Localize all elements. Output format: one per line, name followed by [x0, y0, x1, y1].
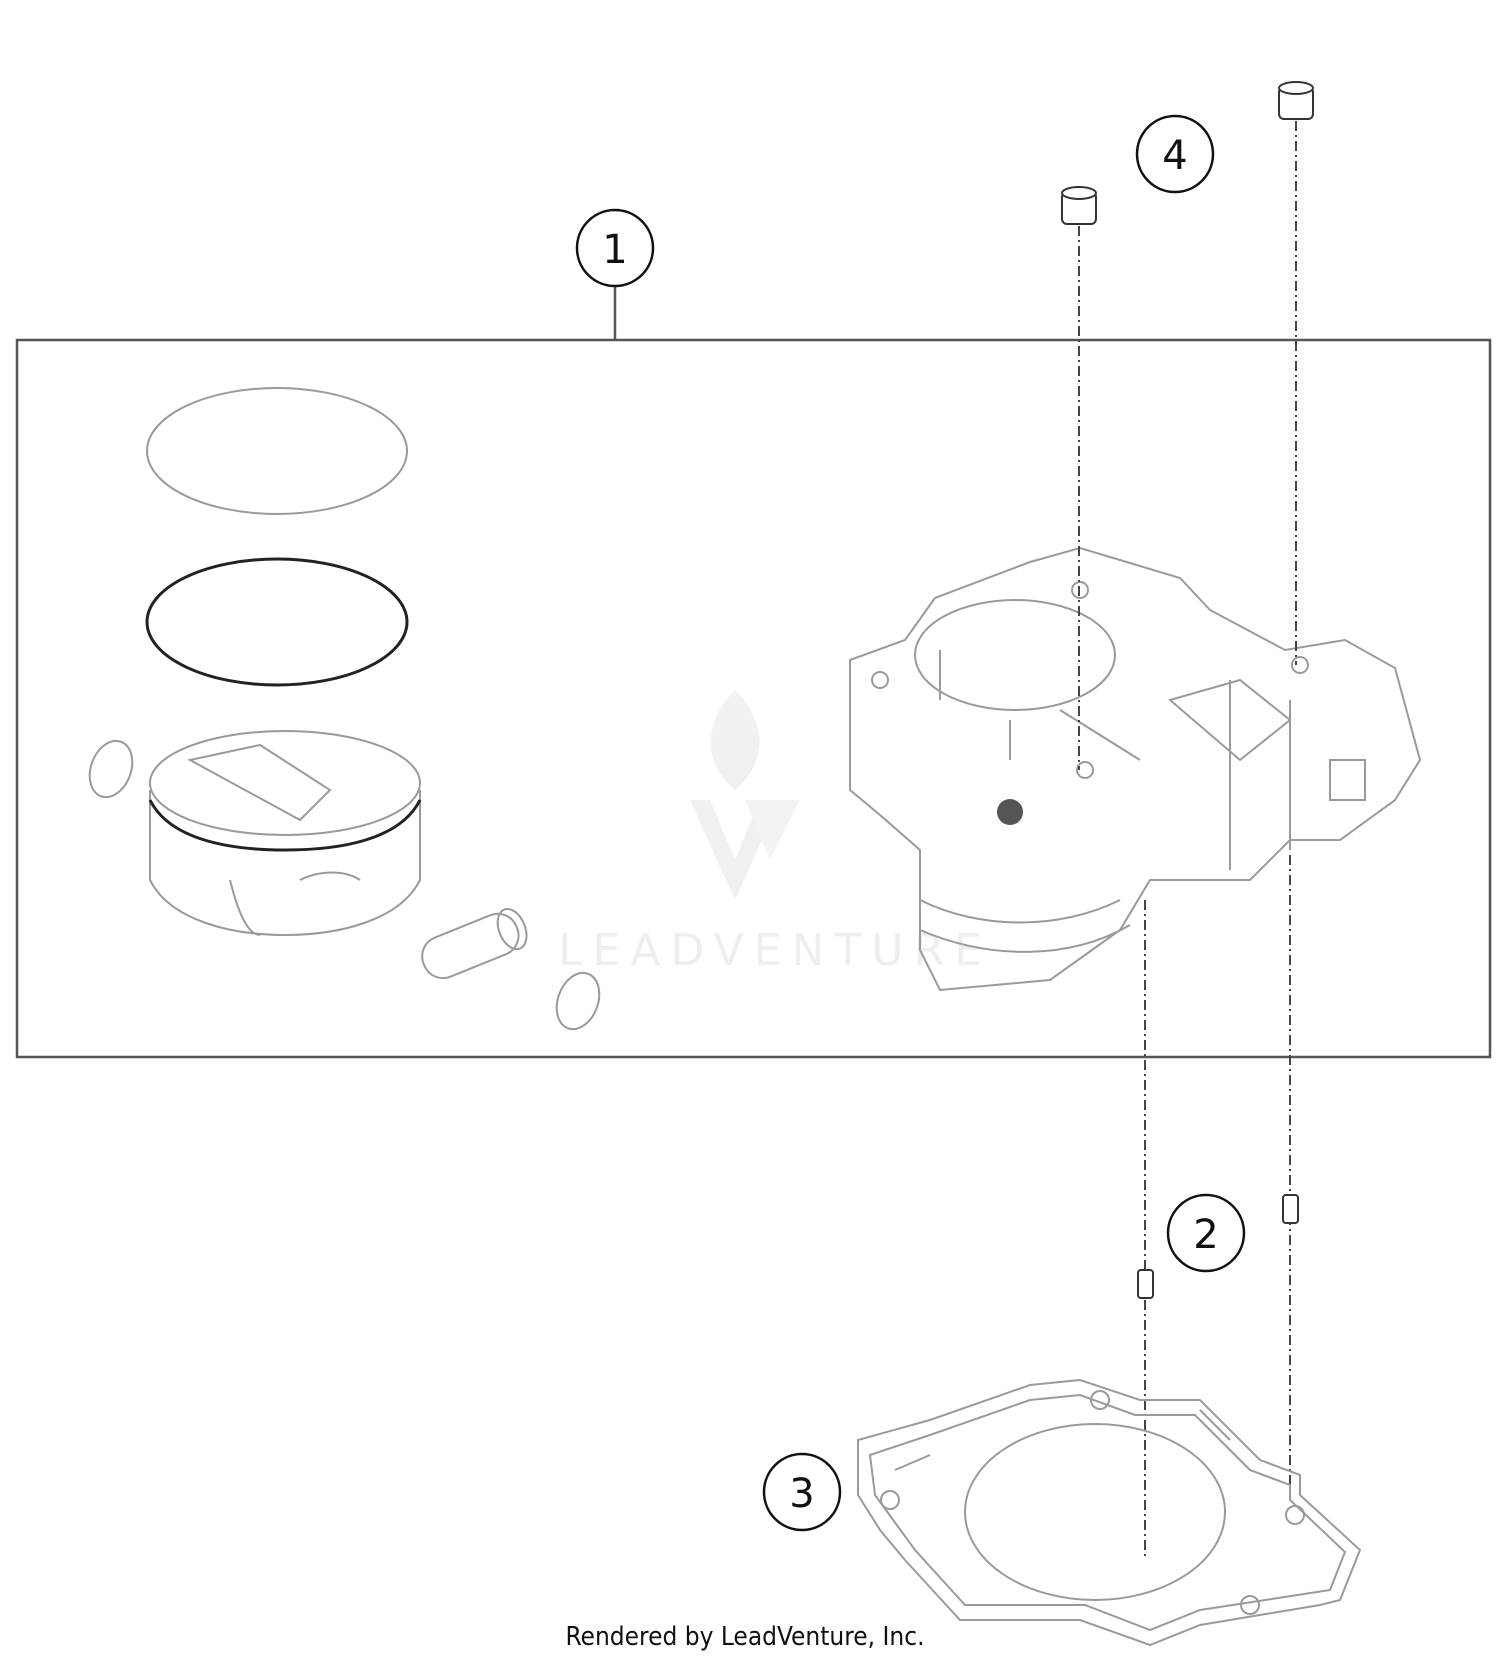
- dowel-pin-left: [1137, 1269, 1154, 1299]
- cylinder-kit-box: [15, 338, 1492, 1059]
- footer-credit: Rendered by LeadVenture, Inc.: [565, 1622, 924, 1652]
- circlip-right: [555, 971, 601, 1031]
- callout-1[interactable]: 1: [575, 208, 655, 288]
- piston-ring-top: [146, 387, 408, 515]
- callout-4-label: 4: [1162, 133, 1187, 179]
- dowel-sleeve-right: [1278, 81, 1314, 120]
- circlip-left: [88, 739, 134, 799]
- dowel-sleeve-left: [1061, 186, 1097, 225]
- callout-3-label: 3: [789, 1471, 814, 1517]
- cylinder: [849, 546, 1422, 992]
- dowel-pin-right: [1282, 1194, 1299, 1224]
- piston: [148, 730, 422, 937]
- callout-2-label: 2: [1193, 1212, 1218, 1258]
- cylinder-base-gasket: [857, 1378, 1362, 1647]
- callout-4[interactable]: 4: [1135, 114, 1215, 194]
- watermark-logo: [690, 690, 800, 900]
- piston-ring-second: [145, 557, 409, 687]
- callout-1-label: 1: [602, 227, 627, 273]
- callout-2[interactable]: 2: [1166, 1193, 1246, 1273]
- watermark-text: LEADVENTURE: [558, 925, 992, 976]
- callout-3[interactable]: 3: [762, 1452, 842, 1532]
- piston-pin: [421, 907, 528, 980]
